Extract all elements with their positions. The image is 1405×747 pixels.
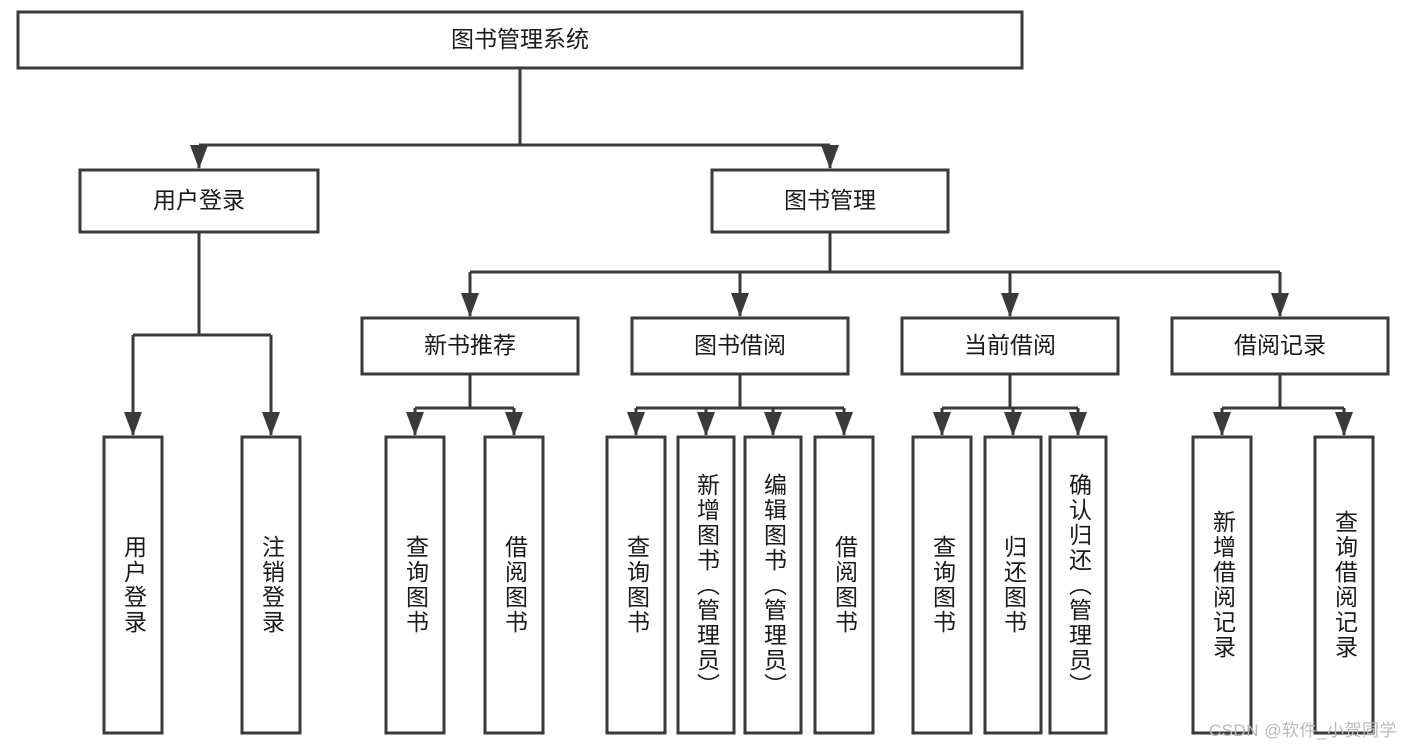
node-box [384,435,446,735]
arrow-head-icon [1213,412,1231,436]
node-box [813,435,875,735]
node-leaf-add-record[interactable] [1191,435,1253,735]
node-box [743,435,803,735]
arrow-head-icon [933,412,951,436]
node-label: 图书管理 [784,187,876,213]
node-box [605,435,667,735]
arrow-head-icon [1069,412,1087,436]
arrow-head-icon [697,412,715,436]
node-leaf-logout[interactable] [240,435,302,735]
arrow-head-icon [821,145,839,169]
node-leaf-edit-book[interactable] [743,435,803,735]
node-box [911,435,973,735]
node-box [710,168,950,234]
node-leaf-query-book-3[interactable] [911,435,973,735]
node-current-borrow[interactable]: 当前借阅 [900,316,1120,376]
node-leaf-query-book-1[interactable] [384,435,446,735]
arrow-head-icon [627,412,645,436]
node-leaf-user-login[interactable] [102,435,164,735]
node-leaf-return-book[interactable] [983,435,1043,735]
node-box [360,316,580,376]
watermark: CSDN @软件_小贺同学 [1208,721,1397,740]
arrow-head-icon [835,412,853,436]
arrow-head-icon [764,412,782,436]
node-box [240,435,302,735]
node-box [102,435,164,735]
node-box [983,435,1043,735]
node-label: 新书推荐 [424,332,516,358]
node-label: 图书借阅 [694,332,786,358]
node-box [630,316,850,376]
node-label: 用户登录 [153,187,245,213]
node-box [900,316,1120,376]
node-box [1191,435,1253,735]
node-new-book-recommend[interactable]: 新书推荐 [360,316,580,376]
node-box [483,435,545,735]
node-leaf-confirm-return[interactable] [1048,435,1108,735]
arrow-head-icon [731,293,749,317]
arrow-head-icon [262,412,280,436]
node-label: 借阅记录 [1234,332,1326,358]
node-box [1048,435,1108,735]
arrow-head-icon [505,412,523,436]
node-borrow-record[interactable]: 借阅记录 [1170,316,1390,376]
arrow-head-icon [461,293,479,317]
node-box [1170,316,1390,376]
node-box [16,10,1024,70]
arrow-head-icon [1004,412,1022,436]
node-leaf-query-record[interactable] [1313,435,1375,735]
arrow-head-icon [1271,293,1289,317]
node-leaf-query-book-2[interactable] [605,435,667,735]
node-book-borrow[interactable]: 图书借阅 [630,316,850,376]
node-book-management[interactable]: 图书管理 [710,168,950,234]
node-box [78,168,320,234]
arrow-head-icon [124,412,142,436]
arrow-head-icon [1335,412,1353,436]
arrow-head-icon [1001,293,1019,317]
node-root[interactable]: 图书管理系统 [16,10,1024,70]
arrow-head-icon [190,145,208,169]
arrow-head-icon [406,412,424,436]
node-leaf-borrow-book-2[interactable] [813,435,875,735]
node-box [676,435,736,735]
node-leaf-add-book[interactable] [676,435,736,735]
node-user-login[interactable]: 用户登录 [78,168,320,234]
node-label: 当前借阅 [964,332,1056,358]
node-label: 图书管理系统 [451,26,589,52]
node-box [1313,435,1375,735]
node-leaf-borrow-book-1[interactable] [483,435,545,735]
